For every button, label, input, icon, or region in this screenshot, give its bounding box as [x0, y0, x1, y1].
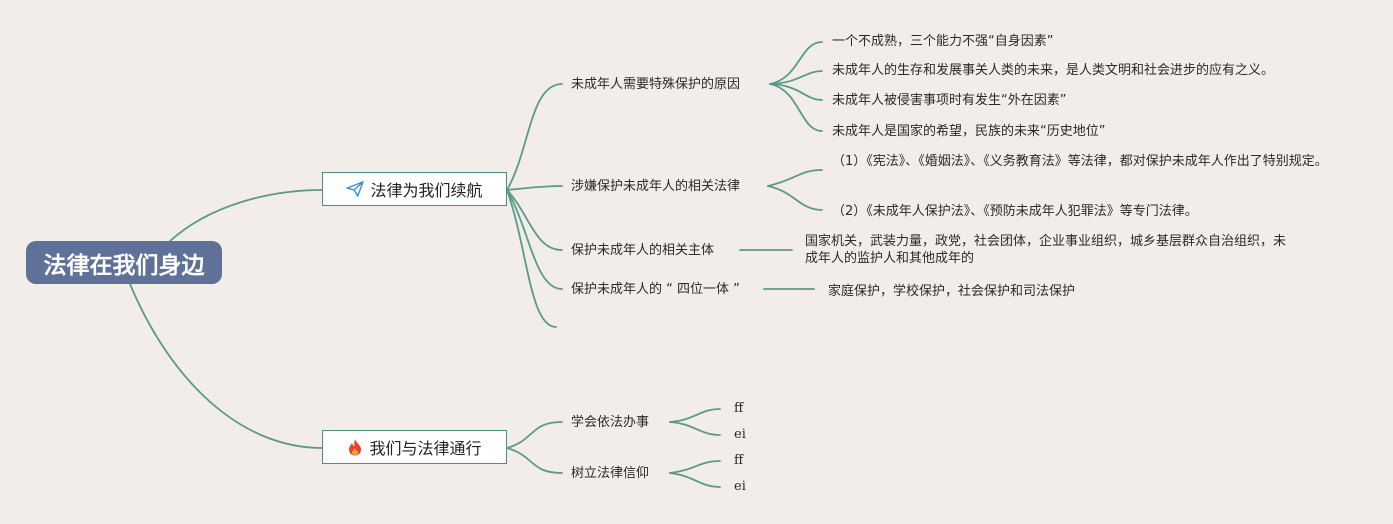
link-b2c2-l1	[669, 460, 721, 474]
link-b2-c1	[506, 421, 563, 449]
leaf-node[interactable]: 未成年人的生存和发展事关人类的未来，是人类文明和社会进步的应有之义。	[832, 63, 1275, 78]
link-c1-l4	[769, 83, 823, 132]
leaf-node[interactable]: ei	[734, 479, 746, 494]
leaf-node[interactable]: ff	[734, 453, 744, 468]
link-b1-c1	[506, 83, 563, 191]
link-c1-l2	[769, 70, 823, 85]
leaf-node[interactable]: 未成年人被侵害事项时有发生“外在因素”	[832, 93, 1067, 108]
link-c1-l3	[769, 83, 823, 101]
leaf-node[interactable]: （1）《宪法》、《婚姻法》、《义务教育法》等法律，都对保护未成年人作出了特别规定…	[832, 154, 1328, 169]
paper-plane-icon	[346, 181, 365, 197]
link-b2c1-l1	[669, 408, 721, 423]
leaf-node[interactable]: 未成年人是国家的希望，民族的未来“历史地位”	[832, 124, 1106, 139]
link-b1-c2	[506, 185, 563, 191]
leaf-node[interactable]: ei	[734, 427, 746, 442]
leaf-node[interactable]: （2）《未成年人保护法》、《预防未成年人犯罪法》等专门法律。	[832, 204, 1198, 219]
branch-label: 我们与法律通行	[369, 439, 482, 458]
link-b2c1-l2	[669, 421, 721, 436]
leaf-node[interactable]: ff	[734, 401, 744, 416]
link-c1-l1	[769, 41, 823, 85]
link-b1-c3	[506, 189, 563, 251]
link-root-branch2	[129, 283, 323, 449]
link-b2-c2	[506, 447, 563, 474]
topic-node-law-faith[interactable]: 树立法律信仰	[571, 466, 650, 481]
topic-node-related-subjects[interactable]: 保护未成年人的相关主体	[571, 243, 715, 258]
leaf-node[interactable]: 国家机关，武装力量，政党，社会团体，企业事业组织，城乡基层群众自治组织，未成年人…	[805, 234, 1287, 266]
link-b2c2-l2	[669, 472, 721, 488]
topic-node-act-by-law[interactable]: 学会依法办事	[571, 415, 650, 430]
branch-node-law-escort[interactable]: 法律为我们续航	[322, 172, 507, 206]
link-root-branch1	[169, 189, 323, 242]
link-c2-l1	[767, 169, 823, 187]
leaf-node[interactable]: 家庭保护，学校保护，社会保护和司法保护	[828, 284, 1076, 299]
root-label: 法律在我们身边	[43, 252, 205, 279]
link-b1-empty	[506, 189, 557, 328]
root-node[interactable]: 法律在我们身边	[26, 241, 222, 284]
fire-icon	[347, 438, 363, 456]
topic-node-related-laws[interactable]: 涉嫌保护未成年人的相关法律	[571, 179, 741, 194]
topic-node-four-in-one[interactable]: 保护未成年人的 “ 四位一体 ”	[571, 282, 740, 297]
leaf-node[interactable]: 一个不成熟，三个能力不强“自身因素”	[832, 34, 1054, 49]
link-c2-l2	[767, 185, 823, 211]
link-b1-c4	[506, 189, 563, 290]
branch-node-walk-with-law[interactable]: 我们与法律通行	[322, 430, 507, 464]
branch-label: 法律为我们续航	[370, 181, 483, 200]
topic-node-reasons[interactable]: 未成年人需要特殊保护的原因	[571, 77, 741, 92]
